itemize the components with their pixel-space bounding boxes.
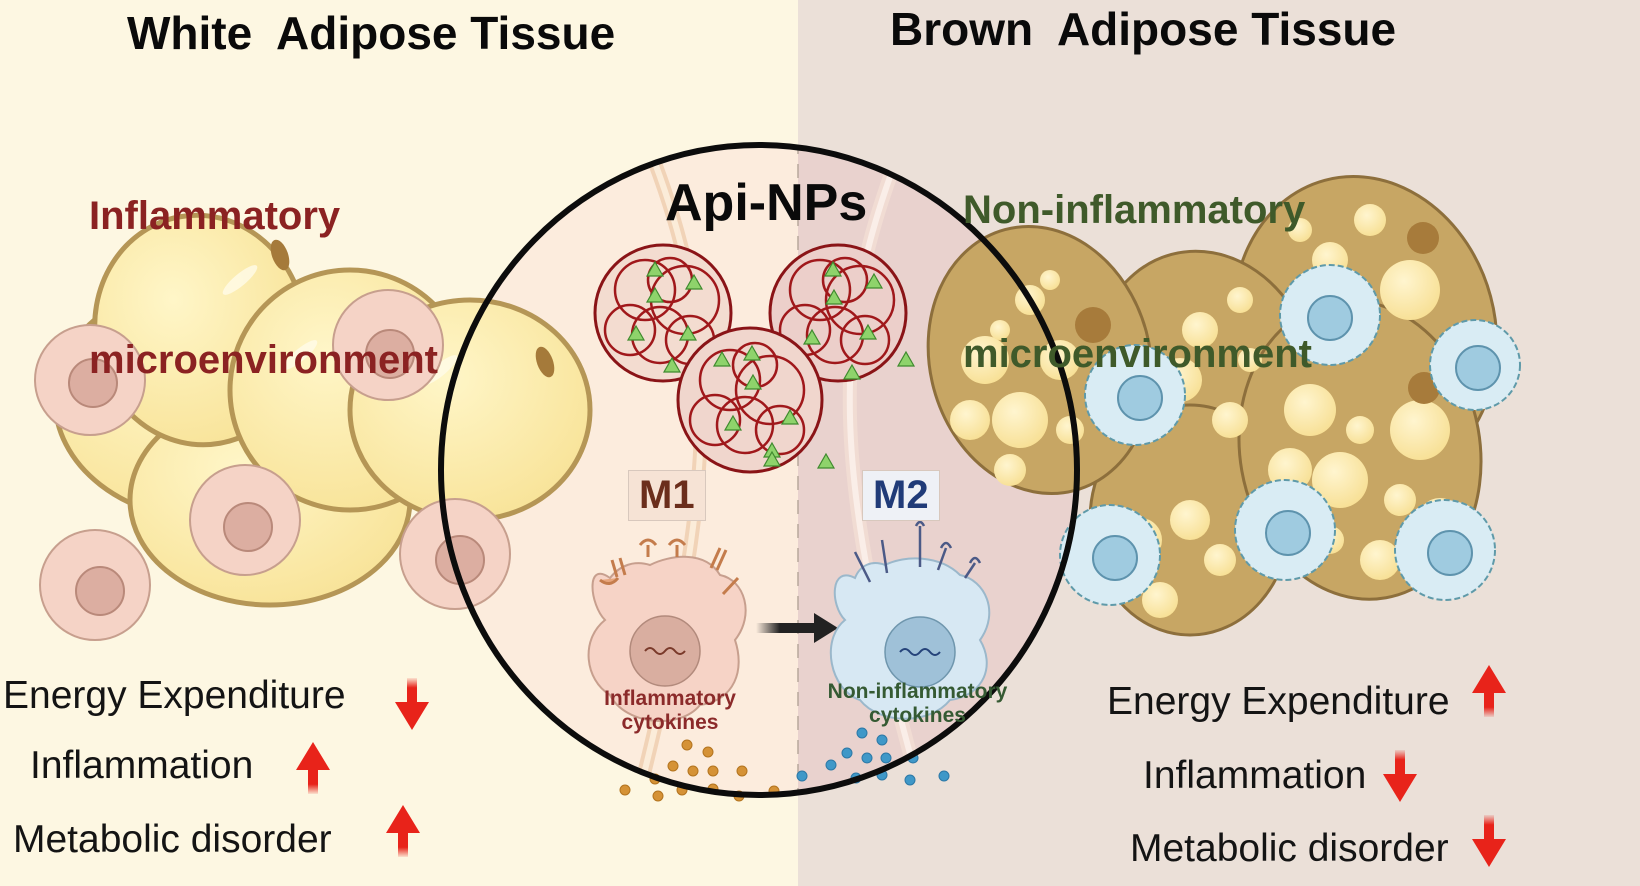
arrow-down-icon xyxy=(1472,815,1506,867)
non-inflammatory-subtitle-line2: microenvironment xyxy=(963,332,1312,376)
non-inflammatory-cytokines-line2: cytokines xyxy=(869,704,966,727)
m1-to-m2-arrow xyxy=(756,613,838,643)
m2-macrophage-cell xyxy=(829,520,991,720)
macrophage-m2 xyxy=(1084,344,1186,446)
non-inflammatory-cytokines-line1: Non-inflammatory xyxy=(827,680,1008,703)
nanoparticle xyxy=(676,326,824,474)
m2-label: M2 xyxy=(862,470,940,521)
macrophage-m1 xyxy=(189,464,301,576)
right-effect-metabolic-disorder: Metabolic disorder xyxy=(1130,827,1449,870)
macrophage-m2 xyxy=(1234,479,1336,581)
left-effect-inflammation: Inflammation xyxy=(30,744,254,787)
macrophage-m2 xyxy=(1429,319,1521,411)
inflammatory-subtitle-line1: Inflammatory xyxy=(89,194,341,238)
non-inflammatory-cytokines-label: Non-inflammatory cytokines xyxy=(805,680,1030,728)
brown-adipocytes xyxy=(926,175,1499,637)
macrophage-m2 xyxy=(1279,264,1381,366)
macrophage-m2 xyxy=(1394,499,1496,601)
white-adipose-title: White Adipose Tissue xyxy=(127,7,616,59)
brown-adipose-title: Brown Adipose Tissue xyxy=(890,3,1397,55)
inflammatory-cytokines-line2: cytokines xyxy=(621,711,719,734)
non-inflammatory-cytokine-dots xyxy=(796,727,950,786)
m1-label: M1 xyxy=(628,470,706,521)
m2-macrophages xyxy=(1059,264,1521,606)
arrow-up-icon xyxy=(1472,665,1506,717)
macrophage-m1 xyxy=(39,529,151,641)
macrophage-m2 xyxy=(1059,504,1161,606)
arrow-down-icon xyxy=(395,678,429,730)
m1-macrophages xyxy=(34,289,511,641)
inflammatory-cytokines-label: Inflammatory cytokines xyxy=(590,687,750,735)
non-inflammatory-subtitle-line1: Non-inflammatory xyxy=(963,188,1306,232)
left-effect-energy-expenditure: Energy Expenditure xyxy=(3,674,346,717)
inflammatory-cytokines-line1: Inflammatory xyxy=(604,687,736,710)
api-nps-label: Api-NPs xyxy=(665,174,868,232)
api-nps-circle xyxy=(438,142,1080,798)
arrow-down-icon xyxy=(1383,750,1417,802)
macrophage-m1 xyxy=(399,498,511,610)
inflammatory-subtitle-line2: microenvironment xyxy=(89,338,438,382)
api-nanoparticles xyxy=(593,243,916,474)
inflammatory-subtitle: Inflammatory microenvironment xyxy=(89,96,438,432)
m1-macrophage-cell xyxy=(587,538,747,722)
left-effect-metabolic-disorder: Metabolic disorder xyxy=(13,818,332,861)
arrow-up-icon xyxy=(386,805,420,857)
arrow-up-icon xyxy=(296,742,330,794)
right-effect-energy-expenditure: Energy Expenditure xyxy=(1107,680,1450,723)
non-inflammatory-subtitle: Non-inflammatory microenvironment xyxy=(963,90,1312,426)
macrophage-m1 xyxy=(332,289,444,401)
right-effect-inflammation: Inflammation xyxy=(1143,754,1367,797)
macrophage-m1 xyxy=(34,324,146,436)
